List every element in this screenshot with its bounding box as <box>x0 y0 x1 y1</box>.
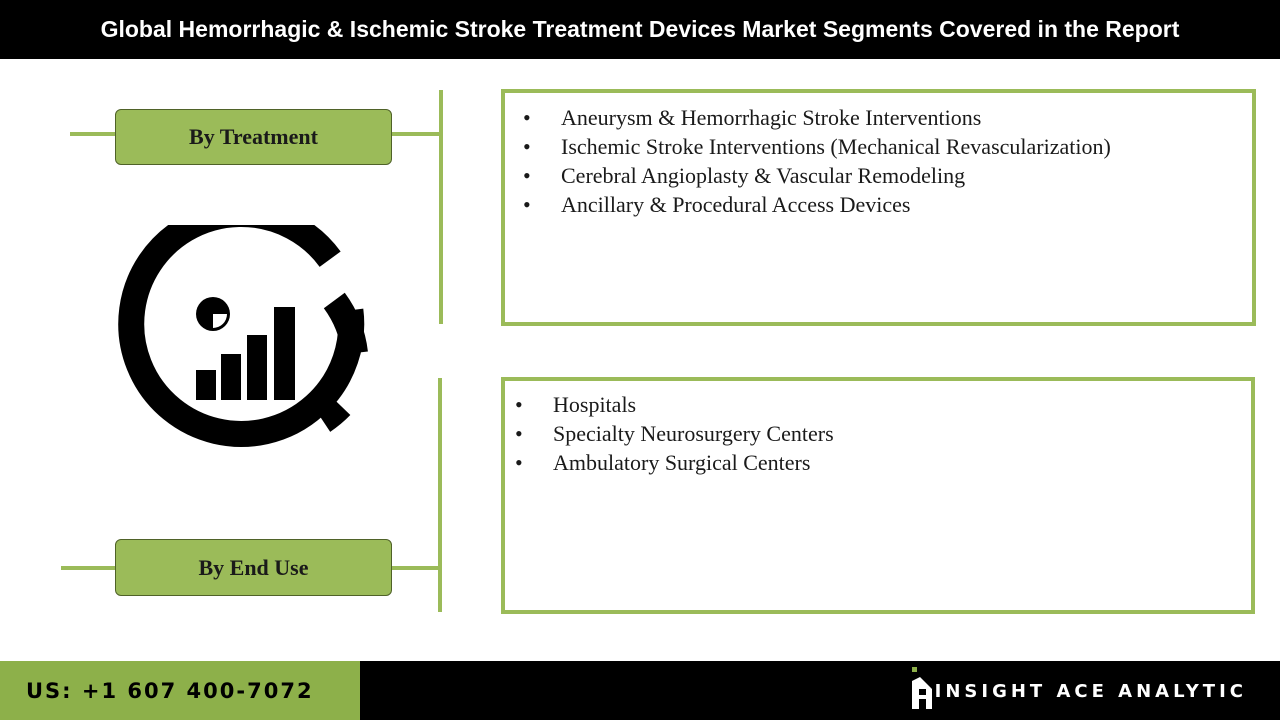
treatment-connector-right <box>390 132 442 136</box>
list-item: • Ischemic Stroke Interventions (Mechani… <box>523 134 1111 159</box>
by-treatment-button[interactable]: By Treatment <box>115 109 392 165</box>
treatment-list-box: • Aneurysm & Hemorrhagic Stroke Interven… <box>501 89 1256 326</box>
treatment-vertical-line <box>439 90 443 324</box>
treatment-connector-left <box>70 132 117 136</box>
bullet-icon: • <box>523 105 531 130</box>
enduse-vertical-line <box>438 378 442 612</box>
bullet-icon: • <box>523 134 531 159</box>
bullet-icon: • <box>515 450 523 475</box>
analytics-chart-icon <box>115 200 375 485</box>
treatment-list: • Aneurysm & Hemorrhagic Stroke Interven… <box>505 93 1252 219</box>
brand-name: INSIGHT ACE ANALYTIC <box>934 681 1247 702</box>
enduse-connector-right <box>390 566 442 570</box>
list-item: • Hospitals <box>515 392 637 417</box>
bullet-icon: • <box>523 163 531 188</box>
by-end-use-button[interactable]: By End Use <box>115 539 392 596</box>
list-item: • Specialty Neurosurgery Centers <box>515 421 834 446</box>
footer-phone-panel: US: +1 607 400-7072 <box>0 661 360 720</box>
list-item: • Ambulatory Surgical Centers <box>515 450 811 475</box>
bullet-icon: • <box>515 392 523 417</box>
insight-ace-logo-icon <box>910 667 936 713</box>
list-item: • Cerebral Angioplasty & Vascular Remode… <box>523 163 966 188</box>
end-use-list-box: • Hospitals • Specialty Neurosurgery Cen… <box>501 377 1255 614</box>
enduse-connector-left <box>61 566 117 570</box>
footer-brand-panel: INSIGHT ACE ANALYTIC <box>360 661 1280 720</box>
end-use-list: • Hospitals • Specialty Neurosurgery Cen… <box>505 381 1251 477</box>
header-bar: Global Hemorrhagic & Ischemic Stroke Tre… <box>0 0 1280 59</box>
bullet-icon: • <box>515 421 523 446</box>
by-end-use-label: By End Use <box>198 554 309 580</box>
by-treatment-label: By Treatment <box>189 124 318 149</box>
page-title: Global Hemorrhagic & Ischemic Stroke Tre… <box>100 16 1180 42</box>
list-item: • Aneurysm & Hemorrhagic Stroke Interven… <box>523 105 982 130</box>
phone-number[interactable]: US: +1 607 400-7072 <box>26 678 314 703</box>
list-item: • Ancillary & Procedural Access Devices <box>523 192 911 217</box>
bullet-icon: • <box>523 192 531 217</box>
